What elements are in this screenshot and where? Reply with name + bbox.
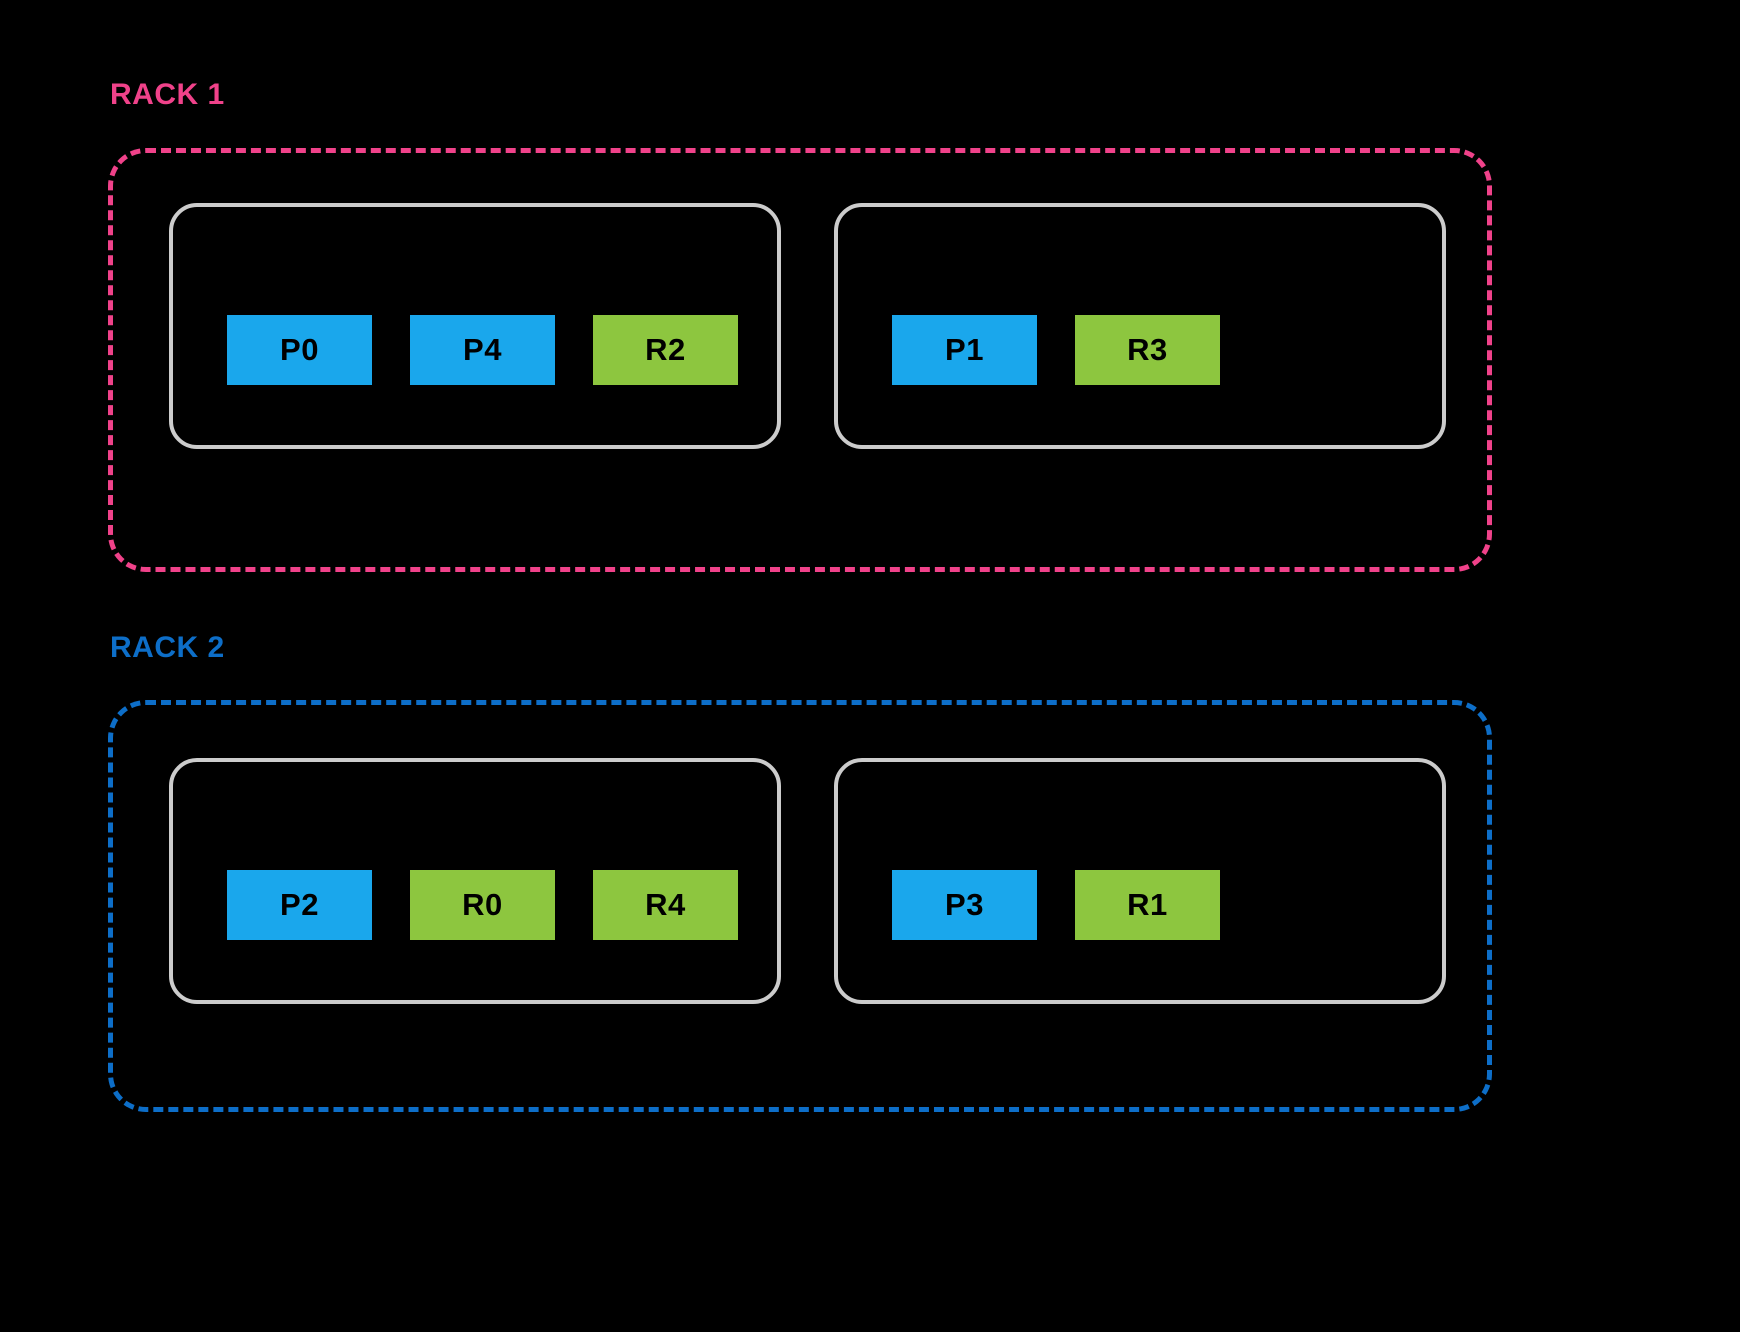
node-box-rack2-node-1[interactable]: P2 R0 R4: [169, 758, 781, 1004]
chip-r3[interactable]: R3: [1075, 315, 1220, 385]
chip-p1[interactable]: P1: [892, 315, 1037, 385]
chip-p0[interactable]: P0: [227, 315, 372, 385]
chip-row: P1 R3: [838, 315, 1220, 445]
chip-row: P3 R1: [838, 870, 1220, 1000]
chip-row: P0 P4 R2: [173, 315, 738, 445]
rack-label-2: RACK 2: [110, 631, 225, 664]
chip-p3[interactable]: P3: [892, 870, 1037, 940]
chip-row: P2 R0 R4: [173, 870, 738, 1000]
rack-boundary-1: P0 P4 R2 P1 R3: [108, 148, 1492, 572]
rack-boundary-2: P2 R0 R4 P3 R1: [108, 700, 1492, 1112]
node-box-rack1-node-1[interactable]: P0 P4 R2: [169, 203, 781, 449]
chip-p2[interactable]: P2: [227, 870, 372, 940]
node-box-rack1-node-2[interactable]: P1 R3: [834, 203, 1446, 449]
chip-r2[interactable]: R2: [593, 315, 738, 385]
node-box-rack2-node-2[interactable]: P3 R1: [834, 758, 1446, 1004]
chip-p4[interactable]: P4: [410, 315, 555, 385]
chip-r0[interactable]: R0: [410, 870, 555, 940]
chip-r1[interactable]: R1: [1075, 870, 1220, 940]
chip-r4[interactable]: R4: [593, 870, 738, 940]
rack-label-1: RACK 1: [110, 78, 225, 111]
